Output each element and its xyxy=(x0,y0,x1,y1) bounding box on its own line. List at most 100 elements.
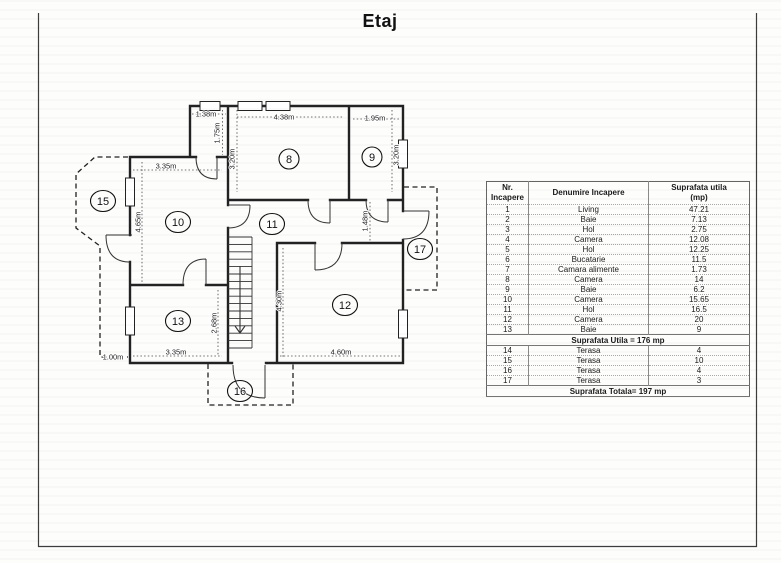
dimension-label: 4.65m xyxy=(134,212,143,233)
terrace-outlines xyxy=(75,156,438,406)
dimension-label: 3.35m xyxy=(156,162,177,171)
room-number: 17 xyxy=(414,244,426,256)
dimension-label: 1.95m xyxy=(365,114,386,123)
room-number: 9 xyxy=(369,152,375,164)
window-icon xyxy=(398,139,408,169)
cell-nr: 16 xyxy=(486,365,529,376)
cell-nr: 7 xyxy=(486,264,529,275)
cell-area: 2.75 xyxy=(648,224,750,235)
dimension-label: 1.75m xyxy=(213,123,222,144)
cell-name: Hol xyxy=(528,304,649,315)
dimension-lines xyxy=(133,110,401,357)
cell-name: Baie xyxy=(528,284,649,295)
cell-area: 10 xyxy=(648,355,750,366)
door-swings xyxy=(105,156,430,399)
subtotal-row: Suprafata Utila = 176 mp xyxy=(486,334,750,346)
cell-nr: 6 xyxy=(486,254,529,265)
cell-nr: 15 xyxy=(486,355,529,366)
cell-name: Camera xyxy=(528,294,649,305)
dimension-label: 2.68m xyxy=(210,313,219,334)
cell-name: Terasa xyxy=(528,355,649,366)
cell-nr: 11 xyxy=(486,304,529,315)
window-icon xyxy=(125,306,135,336)
terrace-15-outline xyxy=(75,156,128,358)
cell-area: 9 xyxy=(648,324,750,335)
total-label: Suprafata Totala= 197 mp xyxy=(486,385,750,397)
table-header-row: Nr.Incapere Denumire Incapere Suprafata … xyxy=(487,181,750,205)
cell-nr: 12 xyxy=(486,314,529,325)
cell-area: 20 xyxy=(648,314,750,325)
cell-name: Terasa xyxy=(528,345,649,356)
header-denumire: Denumire Incapere xyxy=(528,181,649,205)
cell-nr: 5 xyxy=(486,244,529,255)
cell-nr: 8 xyxy=(486,274,529,285)
terrace-16-outline xyxy=(207,364,294,406)
cell-name: Camera xyxy=(528,274,649,285)
window-icons xyxy=(125,101,408,339)
cell-nr: 1 xyxy=(486,204,529,215)
dimension-label: 3.35m xyxy=(166,348,187,357)
cell-name: Camera xyxy=(528,314,649,325)
dimension-label: 3.20m xyxy=(228,149,237,170)
subtotal-label: Suprafata Utila = 176 mp xyxy=(486,334,750,346)
cell-name: Camera xyxy=(528,234,649,245)
cell-name: Hol xyxy=(528,224,649,235)
cell-area: 7.13 xyxy=(648,214,750,225)
cell-name: Terasa xyxy=(528,365,649,376)
cell-area: 15.65 xyxy=(648,294,750,305)
cell-name: Terasa xyxy=(528,375,649,386)
dimension-label: 3.20m xyxy=(392,145,401,166)
cell-area: 11.5 xyxy=(648,254,750,265)
cell-nr: 9 xyxy=(486,284,529,295)
cell-area: 1.73 xyxy=(648,264,750,275)
total-row: Suprafata Totala= 197 mp xyxy=(486,385,750,397)
cell-area: 4 xyxy=(648,365,750,376)
cell-name: Baie xyxy=(528,324,649,335)
cell-nr: 10 xyxy=(486,294,529,305)
stairs-direction-arrow-icon xyxy=(234,266,246,334)
room-number: 12 xyxy=(339,300,351,312)
dimension-label: 1.38m xyxy=(196,110,217,119)
cell-area: 4 xyxy=(648,345,750,356)
cell-area: 3 xyxy=(648,375,750,386)
dimension-label: 4.38m xyxy=(274,113,295,122)
header-suprafata: Suprafata utila(mp) xyxy=(648,181,750,205)
page-frame xyxy=(37,13,758,548)
room-number: 10 xyxy=(172,217,184,229)
room-areas-table: Nr.Incapere Denumire Incapere Suprafata … xyxy=(486,181,750,397)
cell-area: 16.5 xyxy=(648,304,750,315)
page-title: Etaj xyxy=(362,11,398,31)
cell-area: 47.21 xyxy=(648,204,750,215)
window-icon xyxy=(125,177,135,207)
cell-name: Bucatarie xyxy=(528,254,649,265)
dimension-label: 4.60m xyxy=(331,348,352,357)
staircase xyxy=(228,236,253,349)
dimension-label: 4.30m xyxy=(275,291,284,312)
cell-name: Baie xyxy=(528,214,649,225)
cell-nr: 13 xyxy=(486,324,529,335)
room-number: 11 xyxy=(266,219,277,231)
window-icon xyxy=(398,309,408,339)
cell-name: Hol xyxy=(528,244,649,255)
cell-nr: 14 xyxy=(486,345,529,356)
dimension-label: 1.48m xyxy=(361,211,370,232)
room-number: 8 xyxy=(286,154,292,166)
cell-name: Camara alimente xyxy=(528,264,649,275)
